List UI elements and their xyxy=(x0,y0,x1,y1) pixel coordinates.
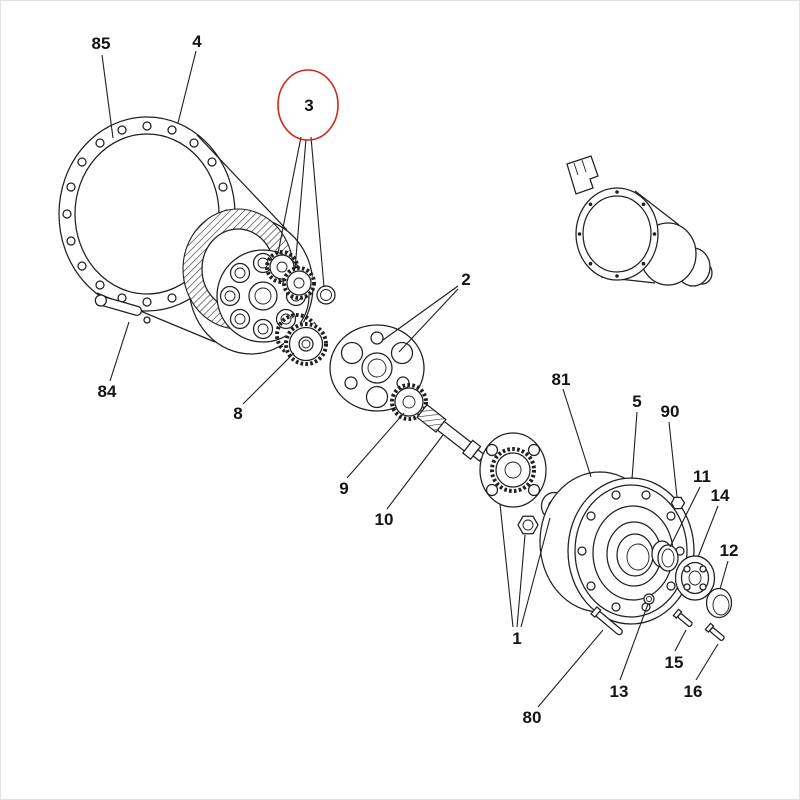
part-label-84: 84 xyxy=(98,382,117,401)
bolt-15 xyxy=(672,608,693,628)
lock-nut xyxy=(517,515,539,535)
drum-bolt-holes xyxy=(577,490,685,612)
leader-5 xyxy=(631,411,638,480)
part-label-90: 90 xyxy=(661,402,680,421)
nut-90 xyxy=(670,496,686,510)
planet-gear-set xyxy=(265,250,336,305)
motor-flange-dots xyxy=(577,190,657,278)
leader-2b xyxy=(398,288,459,353)
leader-3b xyxy=(294,138,307,270)
leader-10 xyxy=(386,434,444,510)
leader-1c xyxy=(520,517,551,628)
leader-9 xyxy=(346,412,405,479)
highlight-circle xyxy=(277,69,339,141)
part-label-9: 9 xyxy=(339,479,348,498)
leader-90 xyxy=(668,421,678,498)
leader-81 xyxy=(562,388,592,478)
bearing-11 xyxy=(657,544,679,572)
assembled-motor-view xyxy=(566,155,713,287)
hub-drum-assembly xyxy=(539,471,733,642)
leader-1a xyxy=(499,503,514,628)
end-cap-12 xyxy=(705,587,733,619)
leader-15 xyxy=(674,629,687,652)
part-label-13: 13 xyxy=(610,682,629,701)
part-label-80: 80 xyxy=(523,708,542,727)
leader-16 xyxy=(695,643,719,681)
snap-ring xyxy=(316,285,336,305)
leader-11 xyxy=(669,486,701,548)
leader-2a xyxy=(382,285,459,341)
sun-gear-9 xyxy=(390,383,428,421)
gear-housing xyxy=(58,116,314,355)
part-label-12: 12 xyxy=(720,541,739,560)
part-label-10: 10 xyxy=(375,510,394,529)
leader-13 xyxy=(619,603,649,681)
part-label-4: 4 xyxy=(192,32,202,51)
leader-1b xyxy=(516,534,526,628)
part-label-2: 2 xyxy=(461,270,470,289)
leader-80 xyxy=(537,629,604,708)
part-label-15: 15 xyxy=(665,653,684,672)
planet-gear-8 xyxy=(275,313,328,366)
leader-4 xyxy=(177,50,197,124)
leader-85 xyxy=(101,54,114,139)
part-label-81: 81 xyxy=(552,370,571,389)
leader-8 xyxy=(242,352,295,405)
part-label-8: 8 xyxy=(233,404,242,423)
drive-shaft-10 xyxy=(416,403,486,462)
part-label-1: 1 xyxy=(512,629,521,648)
leader-lines xyxy=(101,50,729,708)
leader-12 xyxy=(719,560,729,590)
plug-13 xyxy=(643,593,655,605)
part-label-11: 11 xyxy=(693,467,711,486)
leader-3a xyxy=(277,136,302,254)
part-label-5: 5 xyxy=(632,392,641,411)
part-label-16: 16 xyxy=(684,682,703,701)
part-labels: 85 4 3 2 8 84 9 10 81 5 90 11 14 12 1 80… xyxy=(92,32,739,727)
leader-3c xyxy=(310,136,325,288)
stud-80 xyxy=(590,606,623,636)
part-label-3: 3 xyxy=(304,96,313,115)
pin-84 xyxy=(94,294,143,316)
coupling-hub-14 xyxy=(674,555,716,601)
part-label-85: 85 xyxy=(92,34,111,53)
pin-ball xyxy=(143,316,151,324)
leader-14 xyxy=(697,505,719,558)
leader-84 xyxy=(109,321,130,382)
bolt-16 xyxy=(704,622,725,642)
part-label-14: 14 xyxy=(711,486,730,505)
